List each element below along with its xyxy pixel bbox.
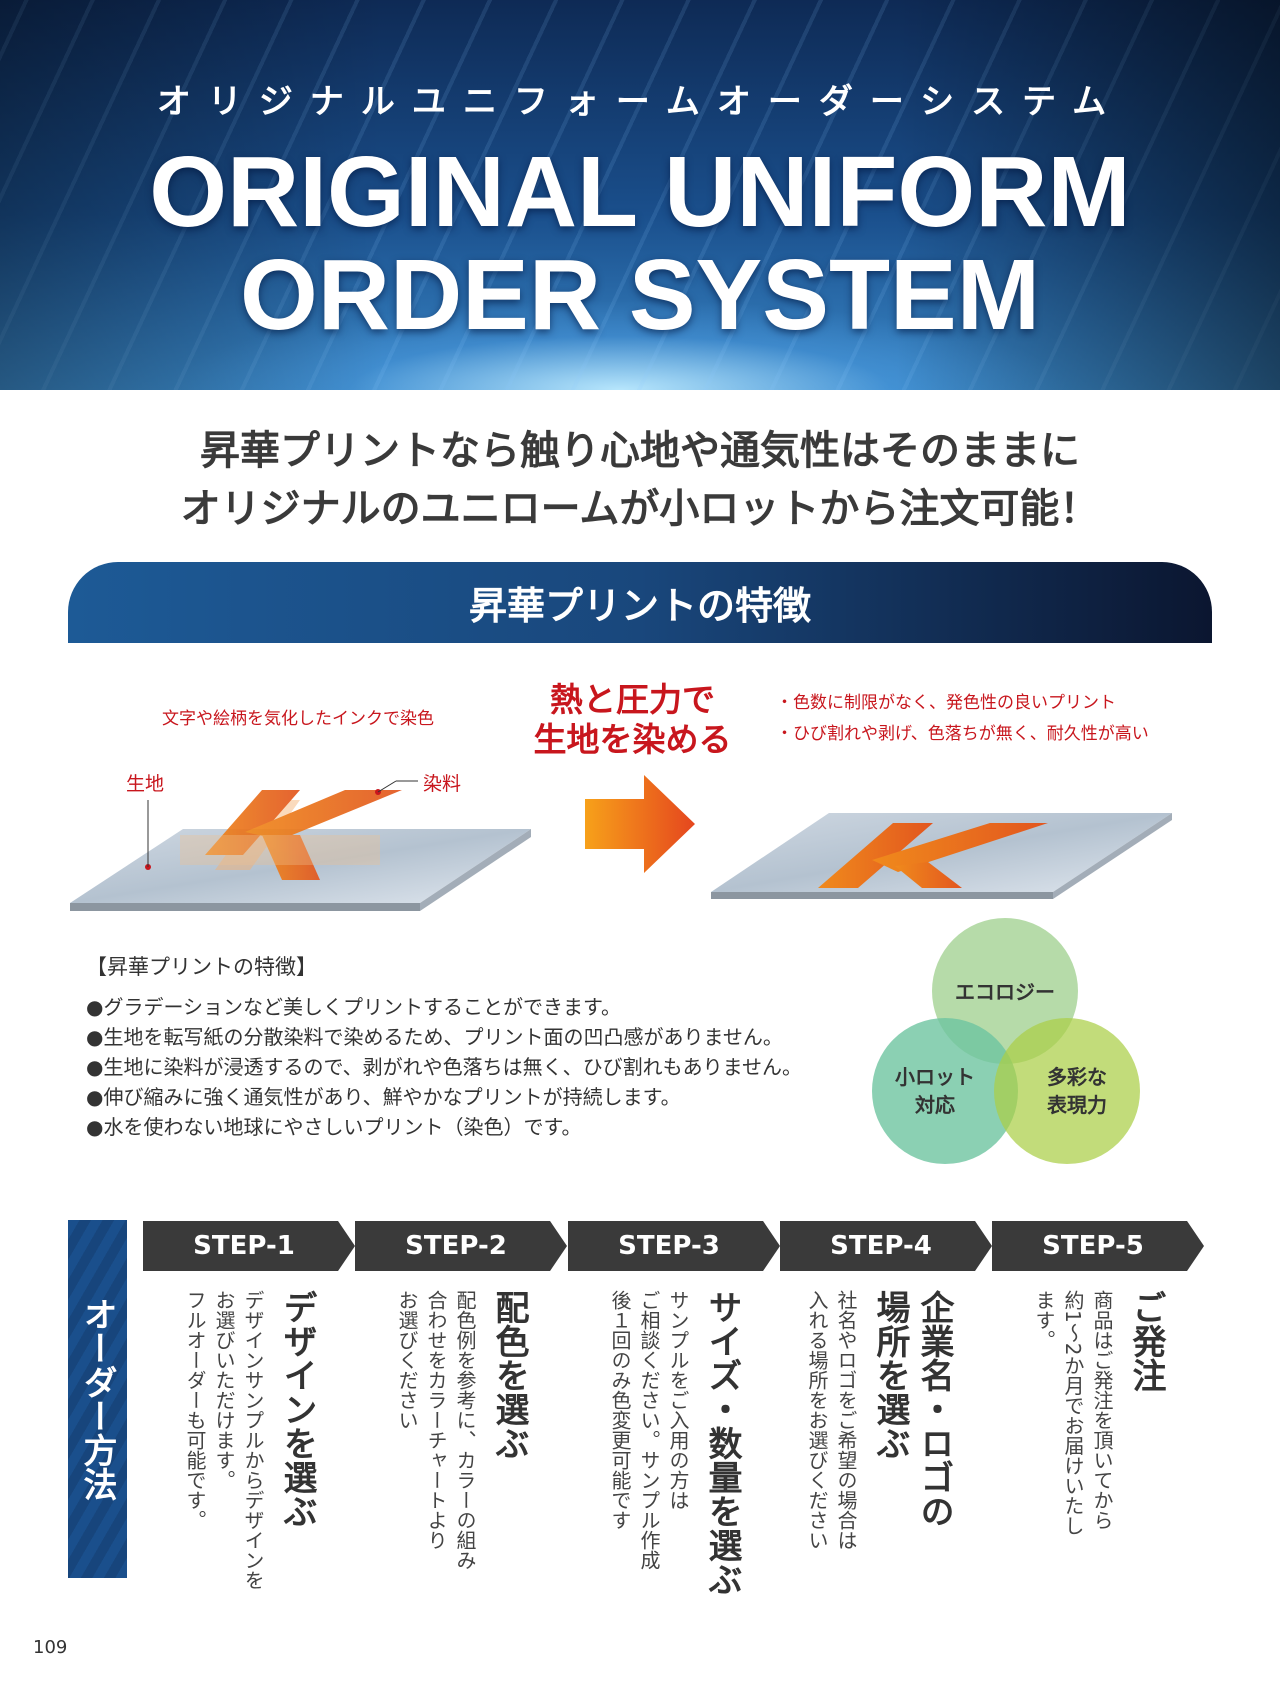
label-fabric: 生地 [126, 773, 165, 795]
hero-title-line2: ORDER SYSTEM [239, 239, 1041, 351]
venn-expression: 多彩な表現力 [994, 1018, 1140, 1164]
dye-k-raised [180, 790, 402, 880]
merits-list: ・色数に制限がなく、発色性の良いプリント ・ひび割れや剥げ、色落ちが無く、耐久性… [776, 688, 1149, 750]
hero-title-line1: ORIGINAL UNIFORM [149, 136, 1131, 248]
heat-pressure-caption: 熱と圧力で 生地を染める [500, 680, 765, 760]
step-3-content: サイズ・数量を選ぶサンプルをご入用の方はご相談ください。サンプル作成後１回のみ色… [568, 1290, 780, 1620]
step-description-line: ます。 [1032, 1290, 1056, 1350]
step-title-line: 場所を選ぶ [870, 1290, 910, 1460]
step-description-line: お選びいただけます。 [212, 1290, 236, 1490]
step-title-line: 配色を選ぶ [489, 1290, 529, 1460]
page-number: 109 [33, 1637, 68, 1658]
headline-line2: オリジナルのユニロームが小ロットから注文可能！ [180, 486, 1100, 532]
venn-expression-line1: 多彩な [1047, 1065, 1107, 1089]
step-5-badge: STEP-5 [992, 1221, 1204, 1271]
feature-item: ●グラデーションなど美しくプリントすることができます。 [86, 995, 622, 1019]
order-method-label: オーダー方法 [68, 1220, 127, 1578]
venn-expression-line2: 表現力 [1047, 1093, 1107, 1117]
features-list: 【昇華プリントの特徴】 ●グラデーションなど美しくプリントすることができます。 … [86, 952, 802, 1142]
order-method-text: オーダー方法 [77, 1297, 117, 1501]
step-description: デザインサンプルからデザインをお選びいただけます。フルオーダーも可能です。 [180, 1290, 267, 1620]
diagram-caption: 文字や絵柄を気化したインクで染色 [162, 709, 434, 729]
step-title: デザインを選ぶ [275, 1290, 319, 1620]
step-2-content: 配色を選ぶ配色例を参考に、カラーの組み合わせをカラーチャートよりお選びください [355, 1290, 567, 1620]
merit-item: ・色数に制限がなく、発色性の良いプリント [776, 693, 1116, 713]
step-title-line: ご発注 [1126, 1290, 1166, 1392]
step-description-line: 後１回のみ色変更可能です [608, 1290, 632, 1530]
fabric-slab-after [711, 813, 1172, 899]
step-4-content: 企業名・ロゴの場所を選ぶ社名やロゴをご希望の場合は入れる場所をお選びください [780, 1290, 992, 1620]
step-description-line: お選びください [395, 1290, 419, 1430]
step-1-content: デザインを選ぶデザインサンプルからデザインをお選びいただけます。フルオーダーも可… [143, 1290, 355, 1620]
step-description-line: フルオーダーも可能です。 [183, 1290, 207, 1530]
step-description: 社名やロゴをご希望の場合は入れる場所をお選びください [802, 1290, 860, 1620]
step-2-badge: STEP-2 [355, 1221, 567, 1271]
step-title: 配色を選ぶ [487, 1290, 531, 1620]
step-description-line: 約1～2か月でお届けいたし [1061, 1290, 1085, 1536]
arrow-right-icon [585, 775, 695, 873]
step-description-line: 配色例を参考に、カラーの組み [453, 1290, 477, 1570]
step-description-line: サンプルをご入用の方は [666, 1290, 690, 1510]
feature-item: ●伸び縮みに強く通気性があり、鮮やかなプリントが持続します。 [86, 1085, 681, 1109]
step-title: サイズ・数量を選ぶ [700, 1290, 744, 1620]
step-3-badge: STEP-3 [568, 1221, 780, 1271]
heat-pressure-line2: 生地を染める [533, 720, 732, 759]
feature-item: ●生地を転写紙の分散染料で染めるため、プリント面の凹凸感がありません。 [86, 1025, 783, 1049]
heat-pressure-line1: 熱と圧力で [550, 680, 715, 719]
section-title: 昇華プリントの特徴 [468, 584, 811, 628]
step-description-line: 商品はご発注を頂いてから [1090, 1290, 1114, 1530]
step-description-line: ご相談ください。サンプル作成 [637, 1290, 661, 1570]
venn-ecology-label: エコロジー [955, 980, 1055, 1004]
step-title-line: 企業名・ロゴの [914, 1290, 954, 1528]
step-title: ご発注 [1124, 1290, 1168, 1620]
sublimation-diagram [70, 775, 1172, 911]
step-description-line: 合わせをカラーチャートより [424, 1290, 448, 1550]
features-title: 【昇華プリントの特徴】 [86, 955, 317, 979]
step-title-line: サイズ・数量を選ぶ [702, 1290, 742, 1596]
venn-small-lot: 小ロット対応 [872, 1018, 1018, 1164]
label-dye: 染料 [423, 773, 462, 795]
step-5-content: ご発注商品はご発注を頂いてから約1～2か月でお届けいたします。 [992, 1290, 1204, 1620]
feature-item: ●生地に染料が浸透するので、剥がれや色落ちは無く、ひび割れもありません。 [86, 1055, 803, 1079]
merit-item: ・ひび割れや剥げ、色落ちが無く、耐久性が高い [776, 724, 1149, 744]
step-title-line: デザインを選ぶ [277, 1290, 317, 1528]
hero-kana-title: オリジナルユニフォームオーダーシステム [156, 82, 1124, 122]
headline-line1: 昇華プリントなら触り心地や通気性はそのままに [200, 428, 1080, 474]
step-1-badge: STEP-1 [143, 1221, 355, 1271]
venn-small-lot-line1: 小ロット [895, 1065, 975, 1089]
step-description: 商品はご発注を頂いてから約1～2か月でお届けいたします。 [1029, 1290, 1116, 1620]
step-description-line: 入れる場所をお選びください [805, 1290, 829, 1550]
section-header: 昇華プリントの特徴 [68, 562, 1212, 643]
step-description-line: 社名やロゴをご希望の場合は [834, 1290, 858, 1550]
step-description: サンプルをご入用の方はご相談ください。サンプル作成後１回のみ色変更可能です [605, 1290, 692, 1620]
step-4-badge: STEP-4 [780, 1221, 992, 1271]
hero-banner [0, 0, 1280, 390]
feature-item: ●水を使わない地球にやさしいプリント（染色）です。 [86, 1115, 582, 1139]
step-description-line: デザインサンプルからデザインを [241, 1290, 265, 1590]
step-description: 配色例を参考に、カラーの組み合わせをカラーチャートよりお選びください [392, 1290, 479, 1620]
step-title: 企業名・ロゴの場所を選ぶ [868, 1290, 956, 1620]
venn-small-lot-line2: 対応 [915, 1093, 955, 1117]
